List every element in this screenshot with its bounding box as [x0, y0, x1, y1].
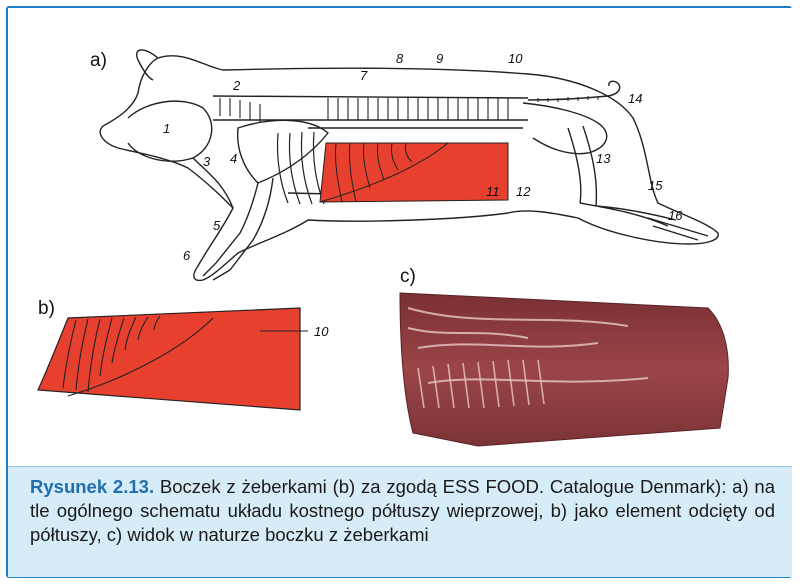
figure-caption: Rysunek 2.13. Boczek z żeberkami (b) za … [30, 475, 775, 547]
cut-label-10: 10 [314, 324, 329, 339]
hind-leg-femur [567, 125, 598, 207]
bone-label-11: 11 [486, 184, 500, 199]
skull-outline [127, 100, 213, 162]
diagram-b-labels: 10 [314, 324, 329, 339]
pig-skeleton-diagram [99, 49, 719, 282]
front-leg [215, 177, 274, 271]
cut-element-ribs [62, 315, 214, 397]
belly-cut-ribs [319, 142, 449, 203]
panel-label-c: c) [400, 266, 416, 287]
pig-body-outline [99, 55, 719, 282]
panel-label-b: b) [38, 298, 55, 319]
bone-label-8: 8 [396, 51, 404, 66]
shoulder-blade [236, 119, 329, 184]
bone-label-1: 1 [163, 121, 170, 136]
panel-label-a: a) [90, 50, 107, 71]
front-foot [202, 262, 231, 281]
meat-slab [399, 292, 729, 447]
cut-element-shape [37, 307, 301, 411]
figure-number: Rysunek 2.13. [30, 476, 155, 497]
meat-photo [399, 292, 729, 447]
spine-line [212, 95, 529, 99]
caption-box: Rysunek 2.13. Boczek z żeberkami (b) za … [8, 466, 792, 577]
ribs [276, 131, 325, 205]
bone-label-6: 6 [183, 248, 191, 263]
pig-ear [136, 49, 159, 81]
bone-label-13: 13 [596, 151, 611, 166]
meat-rib-marks [417, 359, 545, 409]
bone-label-5: 5 [213, 218, 221, 233]
bone-label-2: 2 [232, 78, 241, 93]
tail-segments [537, 96, 599, 102]
bone-label-3: 3 [203, 154, 211, 169]
bone-label-4: 4 [230, 151, 237, 166]
bone-label-9: 9 [436, 51, 443, 66]
cut-element-diagram [37, 307, 301, 411]
hind-leg-lower [579, 202, 677, 227]
bone-label-7: 7 [360, 68, 368, 83]
jaw [192, 157, 234, 209]
vertebrae [327, 98, 509, 120]
bone-label-10: 10 [508, 51, 523, 66]
neck-vertebrae [219, 98, 261, 122]
meat-fat-marbling [407, 307, 649, 384]
bone-label-16: 16 [668, 208, 683, 223]
tail [527, 80, 621, 101]
bone-label-14: 14 [628, 91, 642, 106]
bone-label-12: 12 [516, 184, 531, 199]
hind-foot [647, 217, 709, 241]
caption-text: Boczek z żeberkami (b) za zgodą ESS FOOD… [30, 476, 776, 545]
pelvis [522, 102, 608, 155]
bone-label-15: 15 [648, 178, 663, 193]
